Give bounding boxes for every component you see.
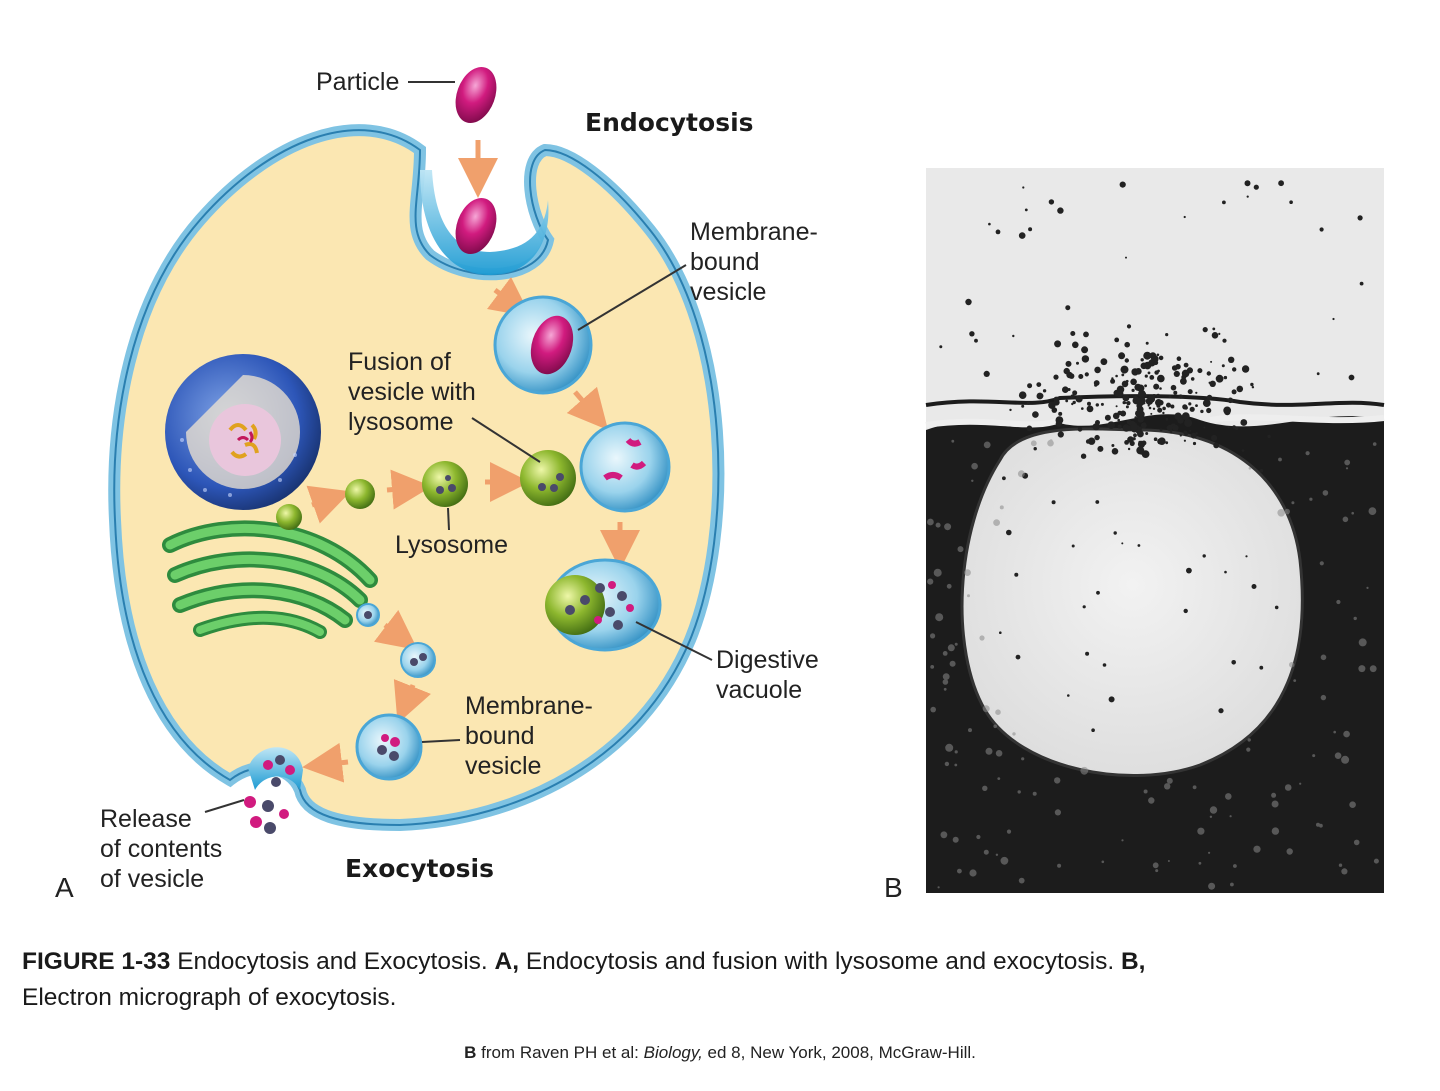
membrane-bound-vesicle-label-line2: bound [690,248,760,276]
fusion-label-line3: lysosome [348,408,454,436]
membrane-bound-vesicle-bottom-label-line3: vesicle [465,752,541,780]
secretory-vesicle-small [356,603,380,627]
panel-a-label: A [55,872,74,903]
leader-lines [204,81,713,813]
figure-caption: FIGURE 1-33 Endocytosis and Exocytosis. … [22,944,1422,1016]
fusion-label-line2: vesicle with [348,378,476,406]
membrane-bound-vesicle-bottom-label-line2: bound [465,722,535,750]
secretory-vesicle-medium [400,642,436,678]
particle [455,66,497,124]
process-arrows [302,140,640,783]
caption-part-a-text: Endocytosis and fusion with lysosome and… [519,948,1121,975]
membrane-bound-vesicle-label-line1: Membrane- [690,218,818,246]
vesicle-with-fragments [579,421,671,513]
membrane-bound-vesicle-label-line3: vesicle [690,278,766,306]
fusion-label-line1: Fusion of [348,348,451,376]
lysosome-enzymes [538,473,564,492]
particle-in-pit [455,197,497,255]
figure-number: FIGURE 1-33 [22,948,171,975]
small-lysosome [345,479,375,509]
nucleus [165,354,321,510]
golgi-apparatus [162,520,378,639]
caption-part-b-letter: B, [1120,948,1146,975]
released-contents [244,796,289,834]
digestive-vacuole-label-line1: Digestive [716,646,819,674]
micrograph-granules [939,180,1364,732]
budding-lysosome [276,504,302,530]
release-label-line2: of contents [100,835,222,863]
membrane-bound-vesicle-top [493,295,593,395]
lysosome-label: Lysosome [395,531,508,559]
membrane-bound-vesicle-bottom [355,713,423,781]
membrane-bound-vesicle-bottom-label-line1: Membrane- [465,692,593,720]
credit-letter: B [464,1043,477,1062]
electron-micrograph [925,168,1385,893]
endocytosis-pit [420,170,549,275]
digestive-vacuole-label-line2: vacuole [716,676,802,704]
lysosome [422,461,468,507]
caption-part-b-text: Electron micrograph of exocytosis. [22,984,397,1011]
credit-book: Biology, [643,1043,703,1062]
fusing-lysosome [520,450,576,506]
image-credit: B from Raven PH et al: Biology, ed 8, Ne… [0,1043,1440,1063]
release-label-line3: of vesicle [100,865,204,893]
credit-suffix: ed 8, New York, 2008, McGraw-Hill. [702,1043,976,1062]
endocytosis-heading: Endocytosis [585,108,754,137]
panel-b-label: B [884,872,903,903]
credit-prefix: from Raven PH et al: [476,1043,644,1062]
particle-label: Particle [316,68,399,96]
exocytosis-heading: Exocytosis [345,854,494,883]
exocytosis-opening [248,747,303,790]
release-label-line1: Release [100,805,192,833]
micrograph-texture [927,439,1379,890]
caption-part-a-letter: A, [494,948,520,975]
figure-title: Endocytosis and Exocytosis. [170,948,495,975]
digestive-vacuole [545,558,662,652]
